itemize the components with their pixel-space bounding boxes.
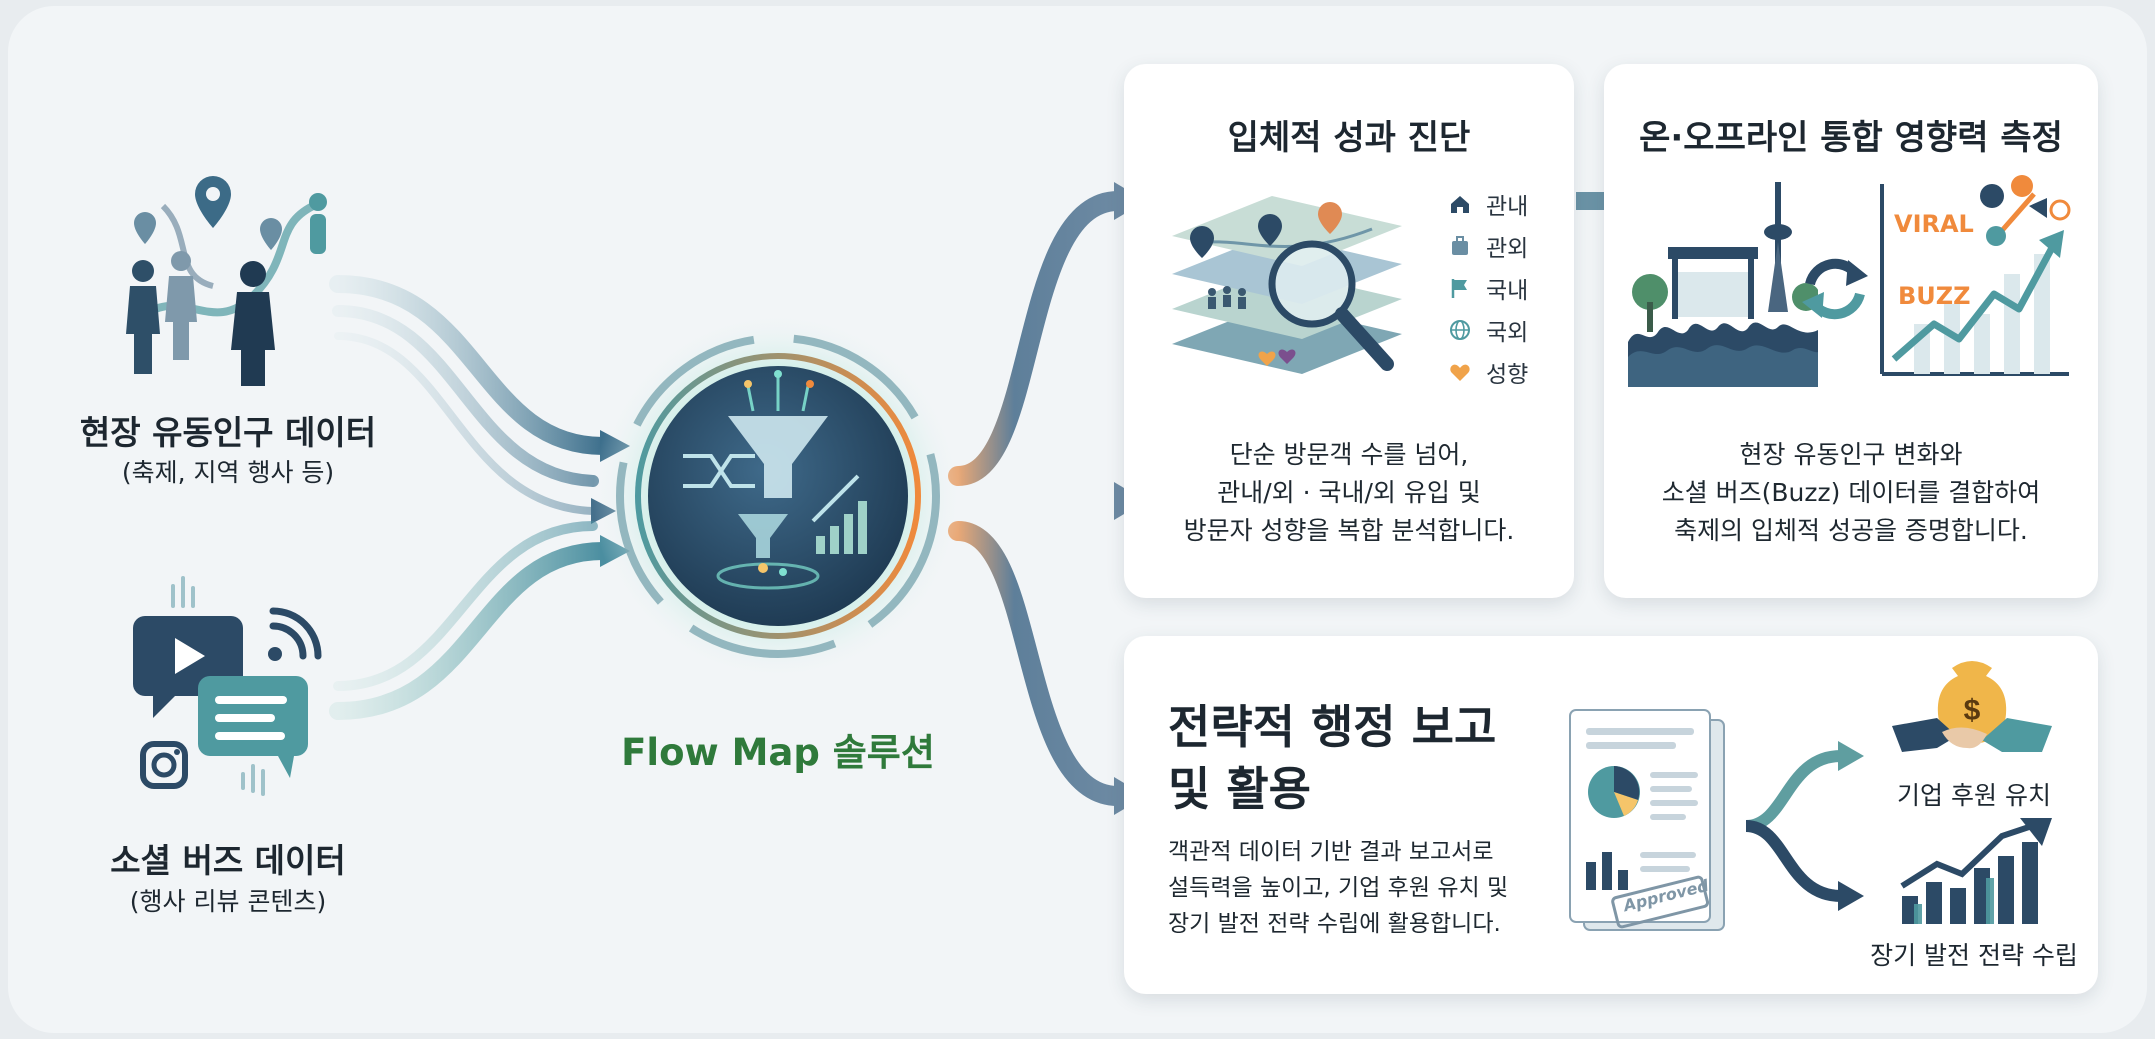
- body-line: 객관적 데이터 기반 결과 보고서로: [1168, 839, 1494, 865]
- globe-icon: [1446, 316, 1474, 344]
- body-line: 설득력을 높이고, 기업 후원 유치 및: [1168, 875, 1509, 901]
- field-data-title: 현장 유동인구 데이터: [79, 413, 377, 452]
- legend-label: 관내: [1486, 194, 1529, 220]
- body-line: 관내/외 · 국내/외 유입 및: [1217, 478, 1481, 507]
- impact-body: 현장 유동인구 변화와 소셜 버즈(Buzz) 데이터를 결합하여 축제의 입체…: [1604, 436, 2098, 550]
- svg-text:$: $: [1964, 694, 1981, 727]
- body-line: 장기 발전 전략 수립에 활용합니다.: [1168, 911, 1501, 937]
- body-line: 소셜 버즈(Buzz) 데이터를 결합하여: [1661, 478, 2041, 507]
- legend-item-local: 관내: [1446, 184, 1528, 224]
- social-data-subtitle: (행사 리뷰 콘텐츠): [129, 887, 327, 916]
- heart-icon: [1446, 358, 1474, 386]
- legend-label: 국외: [1486, 320, 1529, 346]
- buzz-tag: BUZZ: [1898, 282, 1971, 310]
- legend-label: 관외: [1486, 236, 1529, 262]
- outcome-sponsorship-label: 기업 후원 유치: [1897, 781, 2051, 810]
- report-title-line: 전략적 행정 보고: [1168, 700, 1497, 754]
- diagnosis-body: 단순 방문객 수를 넘어, 관내/외 · 국내/외 유입 및 방문자 성향을 복…: [1124, 436, 1574, 550]
- approved-report-icon: [1569, 709, 1725, 931]
- handshake-money-icon: $: [1892, 661, 2052, 752]
- impact-card: 온·오프라인 통합 영향력 측정: [1604, 64, 2098, 598]
- funnel-analysis-icon: [593, 311, 963, 681]
- outgoing-flows: [948, 191, 1128, 806]
- growth-chart-icon: [1900, 818, 2052, 924]
- diagnosis-card: 입체적 성과 진단 관내 관외: [1124, 64, 1574, 598]
- outcome-strategy-label: 장기 발전 전략 수립: [1870, 941, 2078, 970]
- field-data-subtitle: (축제, 지역 행사 등): [121, 458, 335, 487]
- legend-item-preference: 성향: [1446, 352, 1528, 392]
- body-line: 축제의 입체적 성공을 증명합니다.: [1674, 516, 2028, 545]
- report-body: 객관적 데이터 기반 결과 보고서로 설득력을 높이고, 기업 후원 유치 및 …: [1168, 834, 1508, 942]
- sync-icon: [1802, 258, 1868, 320]
- viral-tag: VIRAL: [1894, 210, 1974, 238]
- concert-crowd-icon: [1628, 182, 1818, 387]
- legend-item-domestic: 국내: [1446, 268, 1528, 308]
- body-line: 방문자 성향을 복합 분석합니다.: [1183, 516, 1515, 545]
- incoming-flow-field: [329, 275, 612, 515]
- diagnosis-title: 입체적 성과 진단: [1227, 118, 1471, 158]
- people-location-icon: [126, 176, 327, 386]
- branch-arrows: [1746, 741, 1864, 911]
- report-title: 전략적 행정 보고 및 활용: [1168, 696, 1496, 820]
- luggage-icon: [1446, 232, 1474, 260]
- infographic-frame: 현장 유동인구 데이터 (축제, 지역 행사 등) 소셜 버즈 데이터 (행사 …: [8, 6, 2147, 1033]
- legend-label: 국내: [1486, 278, 1529, 304]
- social-media-icon: [133, 576, 322, 796]
- map-magnifier-icon: [1172, 196, 1402, 374]
- report-title-line: 및 활용: [1168, 762, 1311, 816]
- body-line: 단순 방문객 수를 넘어,: [1229, 440, 1469, 469]
- legend-item-outside: 관외: [1446, 226, 1528, 266]
- solution-label: Flow Map 솔루션: [621, 731, 935, 774]
- body-line: 현장 유동인구 변화와: [1739, 440, 1963, 469]
- impact-title: 온·오프라인 통합 영향력 측정: [1639, 118, 2063, 158]
- incoming-flow-social: [329, 521, 612, 720]
- flag-icon: [1446, 274, 1474, 302]
- report-card: 전략적 행정 보고 및 활용 객관적 데이터 기반 결과 보고서로 설득력을 높…: [1124, 636, 2098, 994]
- legend-item-overseas: 국외: [1446, 310, 1528, 350]
- buzz-growth-chart-icon: [1880, 175, 2071, 376]
- home-icon: [1446, 190, 1474, 218]
- legend-label: 성향: [1486, 362, 1529, 388]
- social-data-title: 소셜 버즈 데이터: [110, 841, 346, 880]
